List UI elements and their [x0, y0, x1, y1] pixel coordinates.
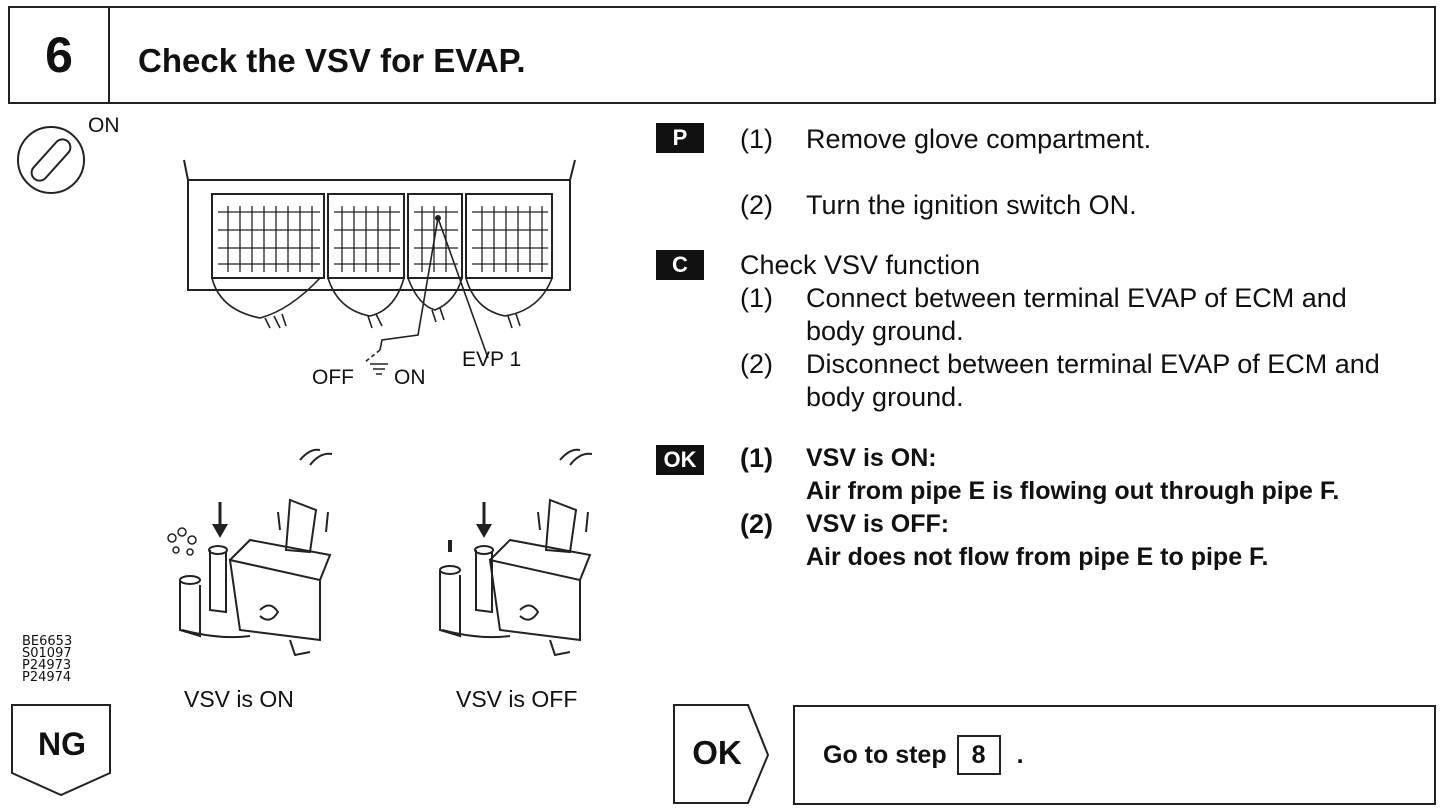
- ecm-connector-diagram: [183, 159, 576, 375]
- badge-ok: OK: [656, 445, 704, 475]
- step-header: 6 Check the VSV for EVAP.: [8, 6, 1436, 104]
- caption-vsv-off: VSV is OFF: [456, 686, 578, 712]
- check-step-num: (2): [740, 349, 773, 379]
- caption-vsv-on: VSV is ON: [184, 686, 294, 712]
- badge-c: C: [656, 250, 704, 280]
- prep-step-num: (2): [740, 190, 773, 220]
- label-off: OFF: [312, 366, 354, 389]
- label-on: ON: [394, 366, 426, 389]
- check-step-line: body ground.: [806, 382, 964, 412]
- figure-code: P24973: [22, 658, 72, 673]
- badge-p: P: [656, 123, 704, 153]
- ok-result-line: Air from pipe E is flowing out through p…: [806, 477, 1340, 505]
- ok-result-line: VSV is ON:: [806, 444, 937, 472]
- label-evp1: EVP 1: [462, 348, 522, 371]
- goto-box: Go to step 8 .: [793, 705, 1436, 805]
- ok-result-num: (1): [740, 443, 773, 473]
- ok-label: OK: [692, 734, 742, 771]
- goto-suffix: .: [1016, 740, 1024, 769]
- figure-codes: BE6653 S01097 P24973 P24974: [22, 634, 73, 685]
- step-number: 6: [10, 8, 110, 102]
- prep-step-text: Remove glove compartment.: [806, 124, 1152, 154]
- check-step-line: Connect between terminal EVAP of ECM and: [806, 283, 1347, 313]
- ignition-key-icon: [17, 126, 85, 194]
- goto-text: Go to step: [823, 740, 947, 769]
- goto-step-link[interactable]: 8: [956, 735, 1001, 775]
- vsv-on-illustration: [167, 448, 333, 657]
- figure-code: P24974: [22, 670, 72, 685]
- ok-result-shape: [673, 704, 770, 804]
- vsv-off-illustration: [439, 448, 593, 657]
- figure-code: S01097: [22, 646, 72, 661]
- figure-code: BE6653: [22, 634, 73, 649]
- step-title: Check the VSV for EVAP.: [138, 42, 526, 79]
- ng-label: NG: [38, 726, 86, 762]
- check-step-line: body ground.: [806, 316, 964, 346]
- check-title: Check VSV function: [740, 250, 981, 280]
- ok-result-line: VSV is OFF:: [806, 510, 950, 538]
- ignition-on-label: ON: [88, 114, 120, 137]
- check-step-line: Disconnect between terminal EVAP of ECM …: [806, 349, 1380, 379]
- check-step-num: (1): [740, 283, 773, 313]
- prep-step-num: (1): [740, 124, 773, 154]
- ng-result-shape: [11, 704, 111, 797]
- ok-result-num: (2): [740, 509, 773, 539]
- goto-line: Go to step 8 .: [823, 735, 1024, 775]
- prep-step-text: Turn the ignition switch ON.: [806, 190, 1137, 220]
- ok-result-line: Air does not flow from pipe E to pipe F.: [806, 543, 1269, 571]
